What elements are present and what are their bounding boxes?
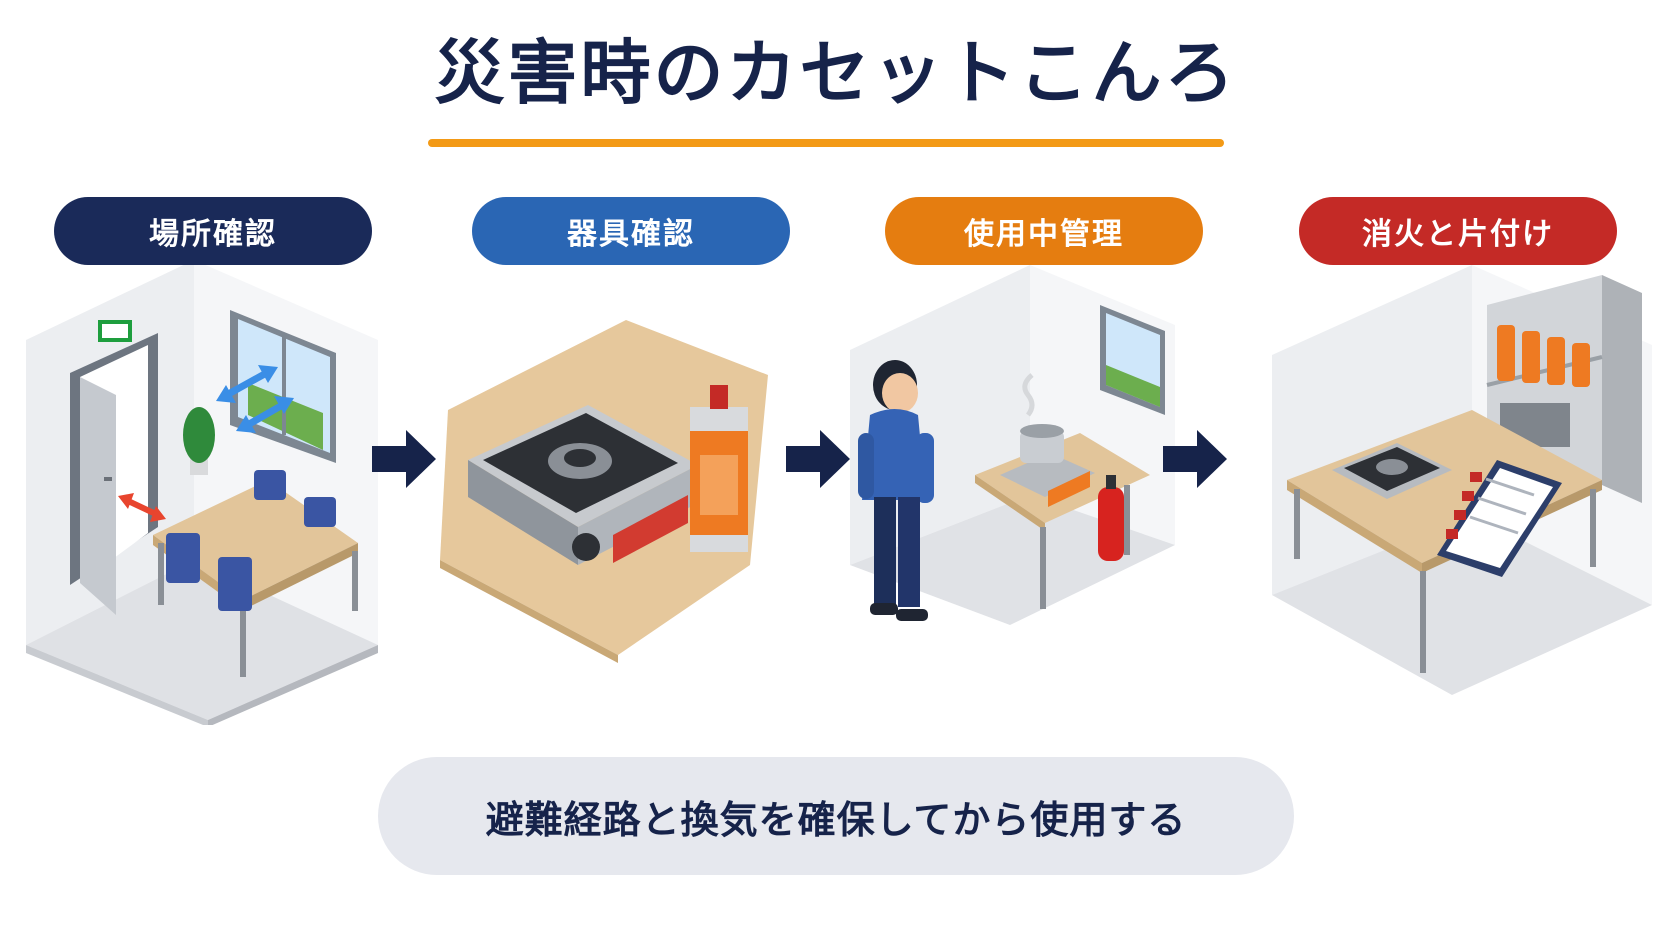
step-4-label: 消火と片付け (1299, 197, 1617, 265)
bottom-message-text: 避難経路と換気を確保してから使用する (485, 797, 1187, 842)
person-watching-stove-with-extinguisher-icon (850, 265, 1175, 625)
title-underline (428, 139, 1224, 147)
step-1-label: 場所確認 (54, 197, 372, 265)
step-2-label: 器具確認 (472, 197, 790, 265)
step-3-label: 使用中管理 (885, 197, 1203, 265)
bottom-message: 避難経路と換気を確保してから使用する (378, 757, 1294, 875)
stove-with-checklist-and-storage-shelf-icon (1272, 265, 1652, 695)
arrow-1-icon (372, 430, 438, 492)
page-title: 災害時のカセットこんろ (434, 32, 1238, 114)
portable-stove-and-gas-canister-icon (440, 320, 768, 663)
arrow-3-icon (1163, 430, 1229, 492)
room-with-exit-and-window-icon (26, 265, 378, 725)
arrow-2-icon (786, 430, 852, 492)
